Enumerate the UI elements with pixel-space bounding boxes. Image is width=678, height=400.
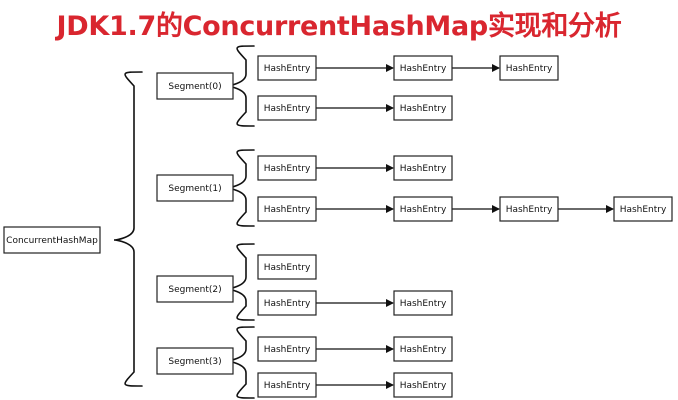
segment-3-box (156, 347, 234, 375)
root-node-concurrenthashmap-box (3, 226, 101, 254)
hash-entry-s1-c0-e1-label: HashEntry (400, 164, 447, 174)
hash-entry-s0-c0-e1: HashEntry (393, 55, 453, 81)
hash-entry-s3-c1-e0-label: HashEntry (264, 381, 311, 391)
hash-entry-s0-c0-e0-box (257, 55, 317, 81)
segment-3-label: Segment(3) (168, 357, 221, 367)
segment-1-box (156, 174, 234, 202)
root-brace (113, 71, 143, 387)
hash-entry-s0-c0-e1-box (393, 55, 453, 81)
hash-entry-s1-c1-e0: HashEntry (257, 196, 317, 222)
hash-entry-s0-c0-e2-label: HashEntry (506, 64, 553, 74)
hash-entry-s3-c0-e1-box (393, 336, 453, 362)
segment-2-label: Segment(2) (168, 285, 221, 295)
hash-entry-s0-c1-e1-box (393, 95, 453, 121)
hash-entry-s1-c0-e1-box (393, 155, 453, 181)
hash-entry-s0-c0-e2: HashEntry (499, 55, 559, 81)
hash-entry-s0-c0-e0-label: HashEntry (264, 64, 311, 74)
segment-1-label: Segment(1) (168, 184, 221, 194)
hash-entry-s1-c1-e1: HashEntry (393, 196, 453, 222)
hash-entry-s2-c1-e1-box (393, 290, 453, 316)
segment-0: Segment(0) (156, 72, 234, 100)
hash-entry-s1-c1-e2-box (499, 196, 559, 222)
segment-0-box (156, 72, 234, 100)
hash-entry-s2-c1-e1-label: HashEntry (400, 299, 447, 309)
hash-entry-s3-c1-e1: HashEntry (393, 372, 453, 398)
segment-2-box (156, 275, 234, 303)
hash-entry-s0-c0-e1-label: HashEntry (400, 64, 447, 74)
hash-entry-s3-c1-e0: HashEntry (257, 372, 317, 398)
hash-entry-s0-c1-e0-label: HashEntry (264, 104, 311, 114)
hash-entry-s2-c0-e0: HashEntry (257, 254, 317, 280)
root-node-concurrenthashmap-label: ConcurrentHashMap (6, 236, 98, 246)
hash-entry-s2-c0-e0-label: HashEntry (264, 263, 311, 273)
hash-entry-s0-c0-e0: HashEntry (257, 55, 317, 81)
hash-entry-s0-c1-e0-box (257, 95, 317, 121)
segment-2: Segment(2) (156, 275, 234, 303)
hash-entry-s2-c1-e0-box (257, 290, 317, 316)
hash-entry-s0-c1-e0: HashEntry (257, 95, 317, 121)
hash-entry-s1-c0-e0-label: HashEntry (264, 164, 311, 174)
hash-entry-s0-c0-e2-box (499, 55, 559, 81)
hash-entry-s1-c0-e1: HashEntry (393, 155, 453, 181)
segment-1: Segment(1) (156, 174, 234, 202)
hash-entry-s3-c1-e0-box (257, 372, 317, 398)
hash-entry-s3-c1-e1-label: HashEntry (400, 381, 447, 391)
hash-entry-s1-c1-e3-label: HashEntry (620, 205, 667, 215)
page-title: JDK1.7的ConcurrentHashMap实现和分析 (56, 11, 622, 42)
hash-entry-s3-c1-e1-box (393, 372, 453, 398)
hash-entry-s2-c1-e0-label: HashEntry (264, 299, 311, 309)
hash-entry-s1-c1-e1-box (393, 196, 453, 222)
hash-entry-s1-c0-e0-box (257, 155, 317, 181)
hash-entry-s2-c1-e1: HashEntry (393, 290, 453, 316)
hash-entry-s1-c1-e3: HashEntry (613, 196, 673, 222)
hash-entry-s3-c0-e1-label: HashEntry (400, 345, 447, 355)
hash-entry-s1-c1-e3-box (613, 196, 673, 222)
hash-entry-s1-c1-e0-box (257, 196, 317, 222)
hash-entry-s1-c1-e0-label: HashEntry (264, 205, 311, 215)
hash-entry-s3-c0-e0: HashEntry (257, 336, 317, 362)
hash-entry-s3-c0-e1: HashEntry (393, 336, 453, 362)
hash-entry-s2-c1-e0: HashEntry (257, 290, 317, 316)
hash-entry-s0-c1-e1: HashEntry (393, 95, 453, 121)
hash-entry-s0-c1-e1-label: HashEntry (400, 104, 447, 114)
hash-entry-s3-c0-e0-label: HashEntry (264, 345, 311, 355)
hash-entry-s3-c0-e0-box (257, 336, 317, 362)
hash-entry-s1-c0-e0: HashEntry (257, 155, 317, 181)
hash-entry-s1-c1-e2: HashEntry (499, 196, 559, 222)
segment-0-label: Segment(0) (168, 82, 221, 92)
hash-entry-s1-c1-e1-label: HashEntry (400, 205, 447, 215)
hash-entry-s2-c0-e0-box (257, 254, 317, 280)
root-node-concurrenthashmap: ConcurrentHashMap (3, 226, 101, 254)
segment-3: Segment(3) (156, 347, 234, 375)
hash-entry-s1-c1-e2-label: HashEntry (506, 205, 553, 215)
